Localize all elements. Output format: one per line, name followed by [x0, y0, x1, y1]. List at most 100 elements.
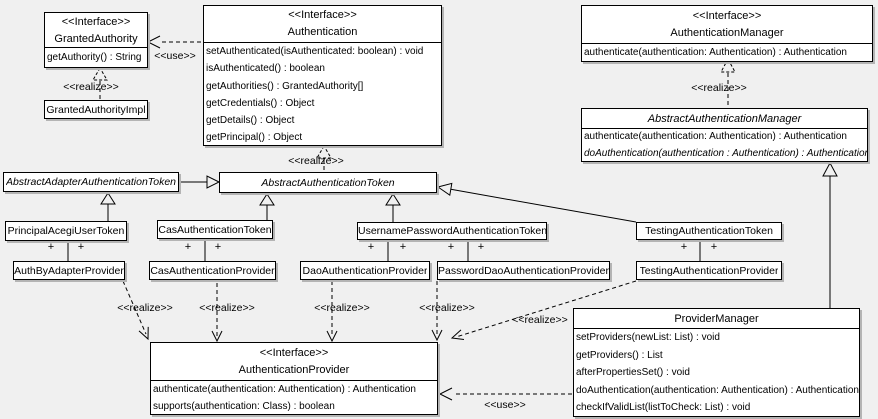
class-name: AuthenticationManager [670, 27, 784, 39]
class-abstract-adapter-authentication-token: AbstractAdapterAuthenticationToken [3, 172, 179, 192]
stereotype-label: <<Interface>> [61, 16, 131, 28]
class-name: DaoAuthenticationProvider [302, 264, 428, 277]
class-name: AuthByAdapterProvider [14, 264, 124, 277]
class-granted-authority-impl: GrantedAuthorityImpl [44, 100, 148, 119]
generalization-testing-token [436, 182, 637, 223]
realize-label: <<realize>> [117, 302, 173, 314]
class-name: AbstractAdapterAuthenticationToken [5, 176, 177, 188]
method-label: supports(authentication: Class) : boolea… [153, 401, 335, 412]
realize-testing-provider [450, 280, 637, 340]
association-plus: + [680, 241, 688, 253]
class-name: AuthenticationProvider [238, 364, 350, 376]
class-testing-authentication-token: TestingAuthenticationToken [636, 222, 782, 240]
class-abstract-authentication-token: AbstractAuthenticationToken [219, 172, 437, 193]
class-testing-authentication-provider: TestingAuthenticationProvider [636, 261, 782, 280]
realize-label: <<realize>> [288, 155, 344, 167]
class-auth-by-adapter-provider: AuthByAdapterProvider [13, 261, 125, 280]
realize-authbyadapter-provider [122, 280, 149, 341]
realize-label: <<realize>> [63, 81, 119, 93]
realize-label: <<realize>> [512, 314, 568, 326]
class-name: PasswordDaoAuthenticationProvider [438, 264, 609, 277]
class-cas-authentication-provider: CasAuthenticationProvider [149, 261, 276, 280]
method-label: checkIfValidList(listToCheck: List) : vo… [576, 402, 751, 414]
method-label: authenticate(authentication: Authenticat… [584, 131, 847, 142]
class-password-dao-authentication-provider: PasswordDaoAuthenticationProvider [437, 261, 610, 280]
method-label: getProviders() : List [576, 349, 663, 361]
method-label: isAuthenticated() : boolean [206, 63, 325, 75]
method-label: getPrincipal() : Object [206, 132, 303, 144]
association-plus: + [399, 241, 407, 253]
generalization-principal-token [100, 192, 116, 221]
method-label: authenticate(authentication: Authenticat… [153, 384, 416, 395]
association-plus: + [367, 241, 375, 253]
class-name: GrantedAuthority [54, 33, 138, 45]
class-authentication: <<Interface>> Authentication setAuthenti… [203, 5, 442, 146]
stereotype-label: <<Interface>> [259, 347, 329, 359]
association-plus: + [710, 241, 718, 253]
realize-label: <<realize>> [419, 302, 475, 314]
realize-label: <<realize>> [199, 302, 255, 314]
class-dao-authentication-provider: DaoAuthenticationProvider [300, 261, 430, 280]
association-plus: + [184, 241, 192, 253]
generalization-provider-manager [822, 161, 838, 308]
realize-label: <<realize>> [314, 302, 370, 314]
class-name: ProviderManager [674, 313, 759, 325]
association-plus: + [214, 241, 222, 253]
class-name: PrincipalAcegiUserToken [7, 225, 125, 237]
class-principal-acegi-user-token: PrincipalAcegiUserToken [5, 221, 127, 241]
class-title: <<Interface>> Authentication [204, 6, 441, 43]
stereotype-label: <<Interface>> [288, 9, 357, 21]
method-label: getDetails() : Object [206, 115, 295, 127]
class-title: AbstractAuthenticationManager [582, 109, 867, 129]
method-label: setProviders(newList: List) : void [576, 332, 720, 343]
realize-cas-provider [211, 283, 223, 343]
generalization-cas-token [259, 193, 275, 220]
use-label: <<use>> [484, 399, 526, 411]
realize-abstract-manager [720, 57, 736, 108]
association-plus: + [77, 241, 85, 253]
method-label: getCredentials() : Object [206, 97, 315, 109]
use-label: <<use>> [154, 50, 196, 62]
class-name: TestingAuthenticationToken [645, 225, 773, 237]
stereotype-label: <<Interface>> [692, 10, 762, 22]
method-label: doAuthentication(authentication : Authen… [584, 147, 867, 159]
class-name: UsernamePasswordAuthenticationToken [358, 225, 546, 237]
realize-dao-provider [326, 281, 338, 343]
realize-grantedauthorityimpl [92, 67, 108, 100]
class-name: AbstractAuthenticationManager [647, 113, 802, 125]
generalization-adapter-token [179, 175, 221, 189]
realize-abstract-token-authentication [316, 145, 332, 172]
association-plus: + [477, 241, 485, 253]
association-plus: + [447, 241, 455, 253]
class-name: CasAuthenticationProvider [150, 264, 275, 277]
class-name: AbstractAuthenticationToken [261, 176, 395, 189]
class-authentication-provider: <<Interface>> AuthenticationProvider aut… [150, 342, 438, 415]
class-name: Authentication [287, 26, 358, 38]
generalization-usernamepassword-token [385, 193, 401, 222]
class-title: ProviderManager [574, 309, 859, 329]
class-granted-authority: <<Interface>> GrantedAuthority getAuthor… [44, 12, 148, 68]
class-abstract-authentication-manager: AbstractAuthenticationManager authentica… [581, 108, 868, 162]
class-title: <<Interface>> AuthenticationManager [582, 6, 872, 44]
method-label: getAuthority() : String [47, 52, 142, 63]
class-cas-authentication-token: CasAuthenticationToken [157, 220, 273, 239]
use-authentication-grantedauthority [146, 35, 204, 49]
method-label: doAuthentication(authentication: Authent… [576, 384, 859, 396]
class-title: <<Interface>> AuthenticationProvider [151, 343, 437, 381]
method-label: authenticate(authentication: Authenticat… [584, 47, 847, 58]
method-label: setAuthenticated(isAuthenticated: boolea… [206, 46, 424, 57]
class-title: <<Interface>> GrantedAuthority [45, 13, 147, 48]
realize-label: <<realize>> [691, 82, 747, 94]
class-name: CasAuthenticationToken [158, 223, 272, 236]
class-provider-manager: ProviderManager setProviders(newList: Li… [573, 308, 860, 417]
class-name: GrantedAuthorityImpl [46, 103, 146, 116]
class-username-password-authentication-token: UsernamePasswordAuthenticationToken [357, 222, 547, 240]
class-name: TestingAuthenticationProvider [639, 264, 779, 277]
method-label: afterPropertiesSet() : void [576, 367, 690, 379]
realize-passworddao-provider [431, 281, 443, 342]
class-authentication-manager: <<Interface>> AuthenticationManager auth… [581, 5, 873, 62]
method-label: getAuthorities() : GrantedAuthority[] [206, 80, 364, 92]
association-plus: + [47, 241, 55, 253]
